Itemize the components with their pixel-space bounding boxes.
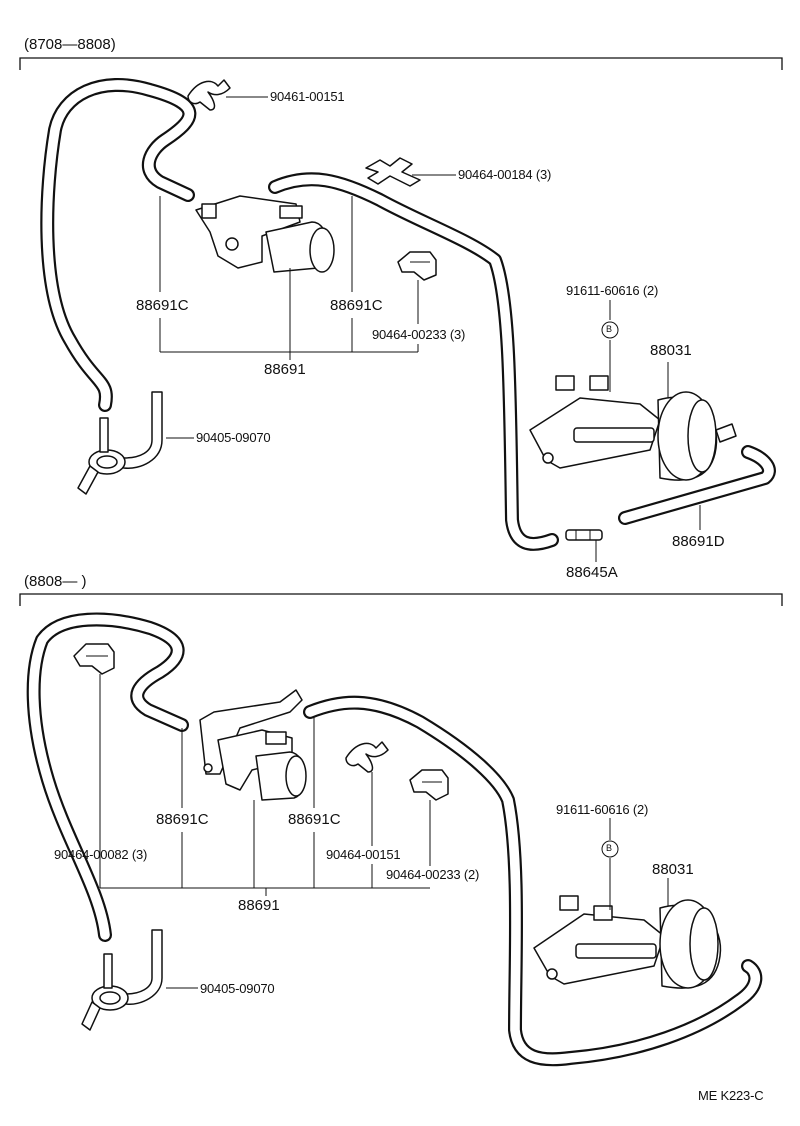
label-clip-b-section-1: 90464-00184 (3) [458, 167, 552, 182]
section-1-range: (8708—8808) [24, 36, 116, 53]
union-fitting-section-2 [81, 929, 163, 1031]
label-ref-section-1: B [606, 324, 612, 334]
section-2-bracket [19, 593, 783, 606]
clip-90464-00151 [345, 741, 389, 773]
label-actuator-section-1: 88031 [650, 342, 692, 359]
leaders-section-2 [99, 674, 669, 989]
label-hose-right-section-1: 88691C [330, 297, 383, 314]
label-valve-section-2: 88691 [238, 897, 280, 914]
valve-88691-section-2 [199, 689, 307, 801]
label-clip-b-section-2: 90464-00151 [326, 847, 401, 862]
label-clip-a-section-1: 90461-00151 [270, 89, 345, 104]
clip-90464-00082 [73, 643, 115, 675]
label-clip-c-section-2: 90464-00233 (2) [386, 867, 480, 882]
label-hose-right-section-2: 88691C [288, 811, 341, 828]
valve-88691-section-1 [195, 195, 335, 273]
section-1-drawing [19, 57, 783, 562]
label-connector-section-1: 88645A [566, 564, 618, 581]
clip-90464-00184 [365, 157, 421, 187]
label-ref-section-2: B [606, 843, 612, 853]
label-union-section-1: 90405-09070 [196, 430, 271, 445]
label-hose-left-section-2: 88691C [156, 811, 209, 828]
leaders-section-1 [159, 96, 701, 562]
label-union-section-2: 90405-09070 [200, 981, 275, 996]
label-hose-d-section-1: 88691D [672, 533, 725, 550]
section-2-range: (8808— ) [24, 573, 87, 590]
actuator-88031-section-1 [529, 375, 737, 481]
section-2-drawing [19, 593, 783, 1067]
section-1-bracket [19, 57, 783, 70]
label-clip-a-section-2: 90464-00082 (3) [54, 847, 148, 862]
hose-d-section-1 [618, 445, 776, 525]
hose-right-section-2 [303, 695, 763, 1067]
label-clip-c-section-1: 90464-00233 (3) [372, 327, 466, 342]
hose-left-section-1 [40, 78, 197, 412]
clip-90461-00151 [187, 79, 231, 111]
hose-left-section-2 [26, 612, 189, 942]
label-hose-left-section-1: 88691C [136, 297, 189, 314]
label-valve-section-1: 88691 [264, 361, 306, 378]
union-fitting-section-1 [77, 391, 163, 495]
label-bolt-section-2: 91611-60616 (2) [556, 802, 649, 817]
hose-right-section-1 [268, 172, 559, 551]
clip-90464-00233-section-2 [409, 769, 449, 801]
label-actuator-section-2: 88031 [652, 861, 694, 878]
actuator-88031-section-2 [533, 895, 722, 989]
connector-88645a [565, 529, 603, 541]
clip-90464-00233-section-1 [397, 251, 437, 281]
diagram-code: ME K223-C [698, 1088, 764, 1103]
label-bolt-section-1: 91611-60616 (2) [566, 283, 659, 298]
